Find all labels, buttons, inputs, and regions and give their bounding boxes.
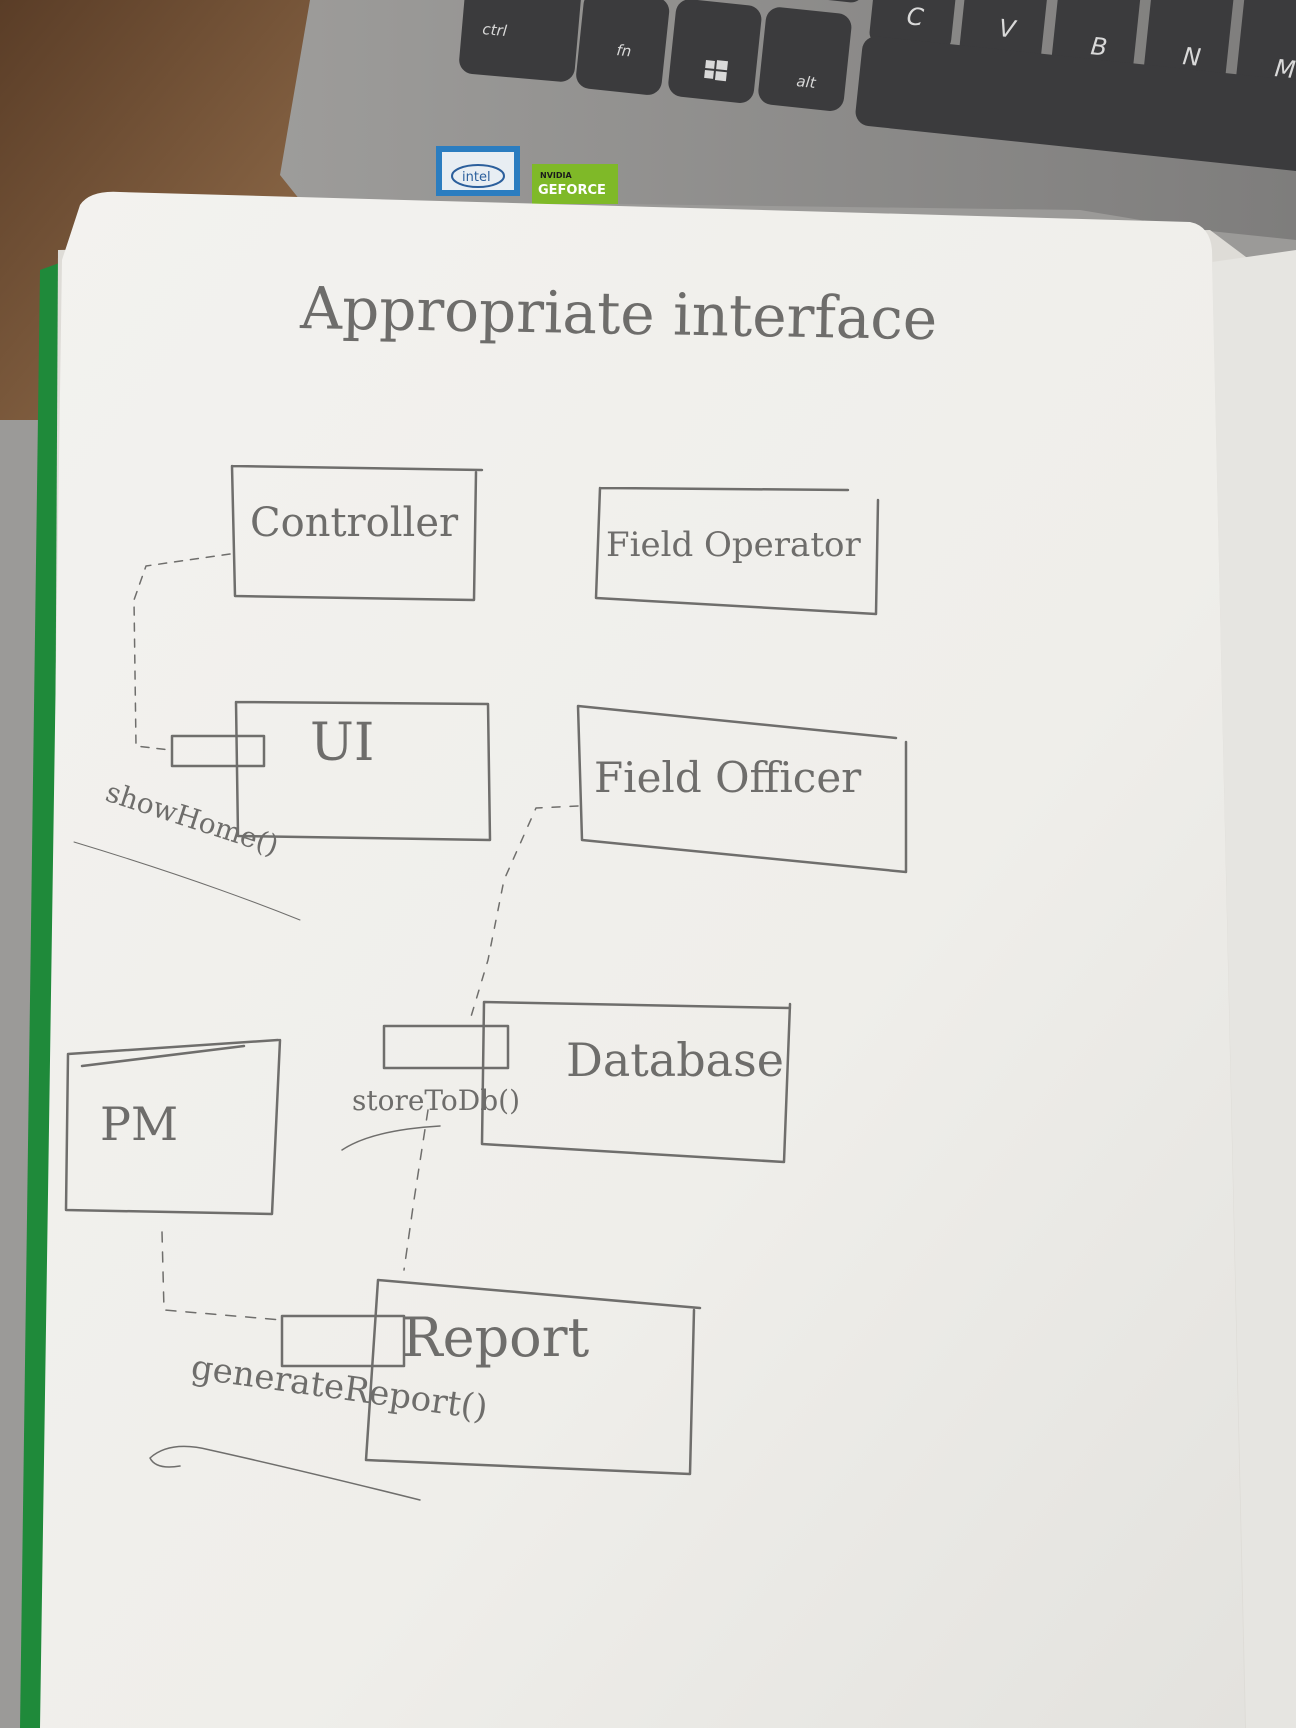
intel-logo-text: intel bbox=[462, 170, 491, 185]
report-label: Report bbox=[402, 1306, 590, 1369]
key-label-b: B bbox=[1089, 32, 1108, 62]
key-fn bbox=[576, 0, 670, 95]
controller-ui-dependency bbox=[133, 553, 231, 751]
database-underline bbox=[341, 1125, 441, 1151]
pm-label: PM bbox=[100, 1097, 178, 1151]
store-to-db-method: storeToDb() bbox=[352, 1084, 520, 1117]
smudge-stroke-2 bbox=[149, 1445, 421, 1501]
key-ctrl bbox=[459, 0, 581, 82]
key-m bbox=[1234, 0, 1296, 107]
field-operator-box bbox=[594, 486, 880, 616]
key-alt bbox=[758, 7, 852, 111]
key-label-m: M bbox=[1273, 54, 1296, 84]
smudge-stroke-1 bbox=[73, 841, 301, 921]
key-label-fn: fn bbox=[616, 41, 633, 60]
field-officer-label: Field Officer bbox=[594, 753, 862, 802]
sketch-title: Appropriate interface bbox=[299, 274, 938, 353]
report-interface-stub bbox=[280, 1314, 406, 1368]
key-win bbox=[668, 0, 762, 103]
nvidia-logo-text: NVIDIA bbox=[540, 171, 572, 180]
key-b bbox=[1051, 0, 1143, 79]
field-officer-box bbox=[576, 704, 908, 874]
key-v bbox=[959, 0, 1051, 65]
controller-box bbox=[230, 464, 484, 602]
key-label-v: V bbox=[997, 14, 1018, 44]
key-label-c: C bbox=[905, 2, 925, 32]
field-officer-db-dependency bbox=[469, 805, 579, 1021]
notebook-page bbox=[40, 191, 1245, 1728]
key-label-ctrl: ctrl bbox=[482, 20, 509, 40]
database-box bbox=[480, 1000, 792, 1164]
key-spacebar bbox=[855, 36, 1296, 172]
controller-label: Controller bbox=[250, 500, 459, 546]
key-n bbox=[1143, 0, 1235, 93]
key-label-n: N bbox=[1181, 42, 1202, 72]
keyboard: ctrl fn alt C V B N M bbox=[459, 0, 1296, 172]
database-label: Database bbox=[566, 1033, 784, 1087]
windows-icon bbox=[704, 59, 728, 82]
key-c bbox=[869, 0, 961, 51]
database-report-dependency bbox=[403, 1109, 429, 1271]
nvidia-sticker: NVIDIA GEFORCE bbox=[532, 164, 618, 204]
ui-box bbox=[234, 700, 492, 842]
intel-sticker: intel bbox=[436, 146, 520, 196]
field-operator-label: Field Operator bbox=[606, 525, 861, 565]
key-label-alt: alt bbox=[796, 72, 818, 92]
geforce-logo-text: GEFORCE bbox=[538, 183, 606, 198]
pm-report-dependency bbox=[161, 1231, 283, 1321]
right-page bbox=[1212, 250, 1296, 1728]
report-box bbox=[364, 1278, 702, 1476]
ui-label: UI bbox=[310, 713, 374, 773]
pm-box bbox=[64, 1038, 282, 1216]
ui-interface-stub bbox=[170, 734, 266, 768]
database-interface-stub bbox=[382, 1024, 510, 1070]
